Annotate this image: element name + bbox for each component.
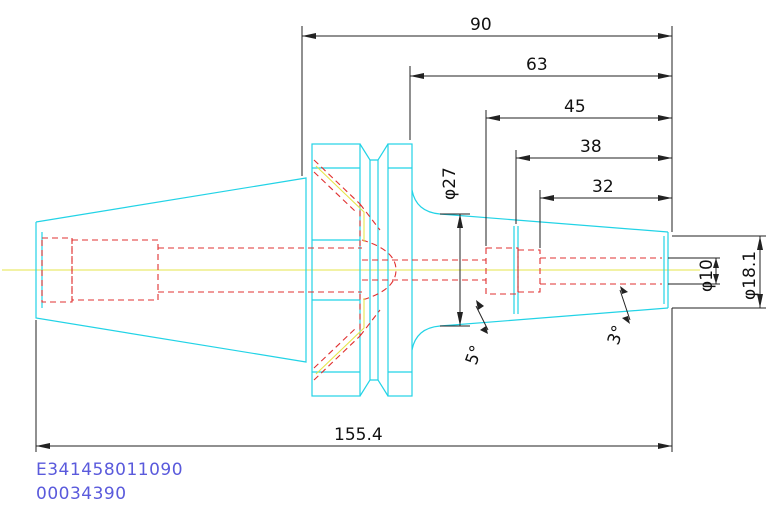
dim-155-4-label: 155.4: [334, 425, 383, 445]
dim-63-label: 63: [526, 55, 548, 75]
dim-32-label: 32: [592, 177, 614, 197]
angle-3-label: 3°: [604, 323, 629, 348]
dim-45-label: 45: [564, 97, 586, 117]
part-code-2: 00034390: [36, 484, 127, 504]
part-code-1: E341458011090: [36, 460, 184, 480]
part-outline: [35, 143, 669, 397]
hidden-lines: [41, 159, 662, 381]
guide-lines: [315, 165, 365, 375]
angle-5-label: 5°: [462, 343, 487, 368]
dim-phi27-label: φ27: [440, 167, 460, 200]
dim-90-label: 90: [470, 15, 492, 35]
dim-phi18-1-label: φ18.1: [740, 251, 760, 300]
dim-38-label: 38: [580, 137, 602, 157]
dimension-lines: [35, 26, 766, 452]
dim-phi10-label: φ10: [697, 259, 717, 292]
